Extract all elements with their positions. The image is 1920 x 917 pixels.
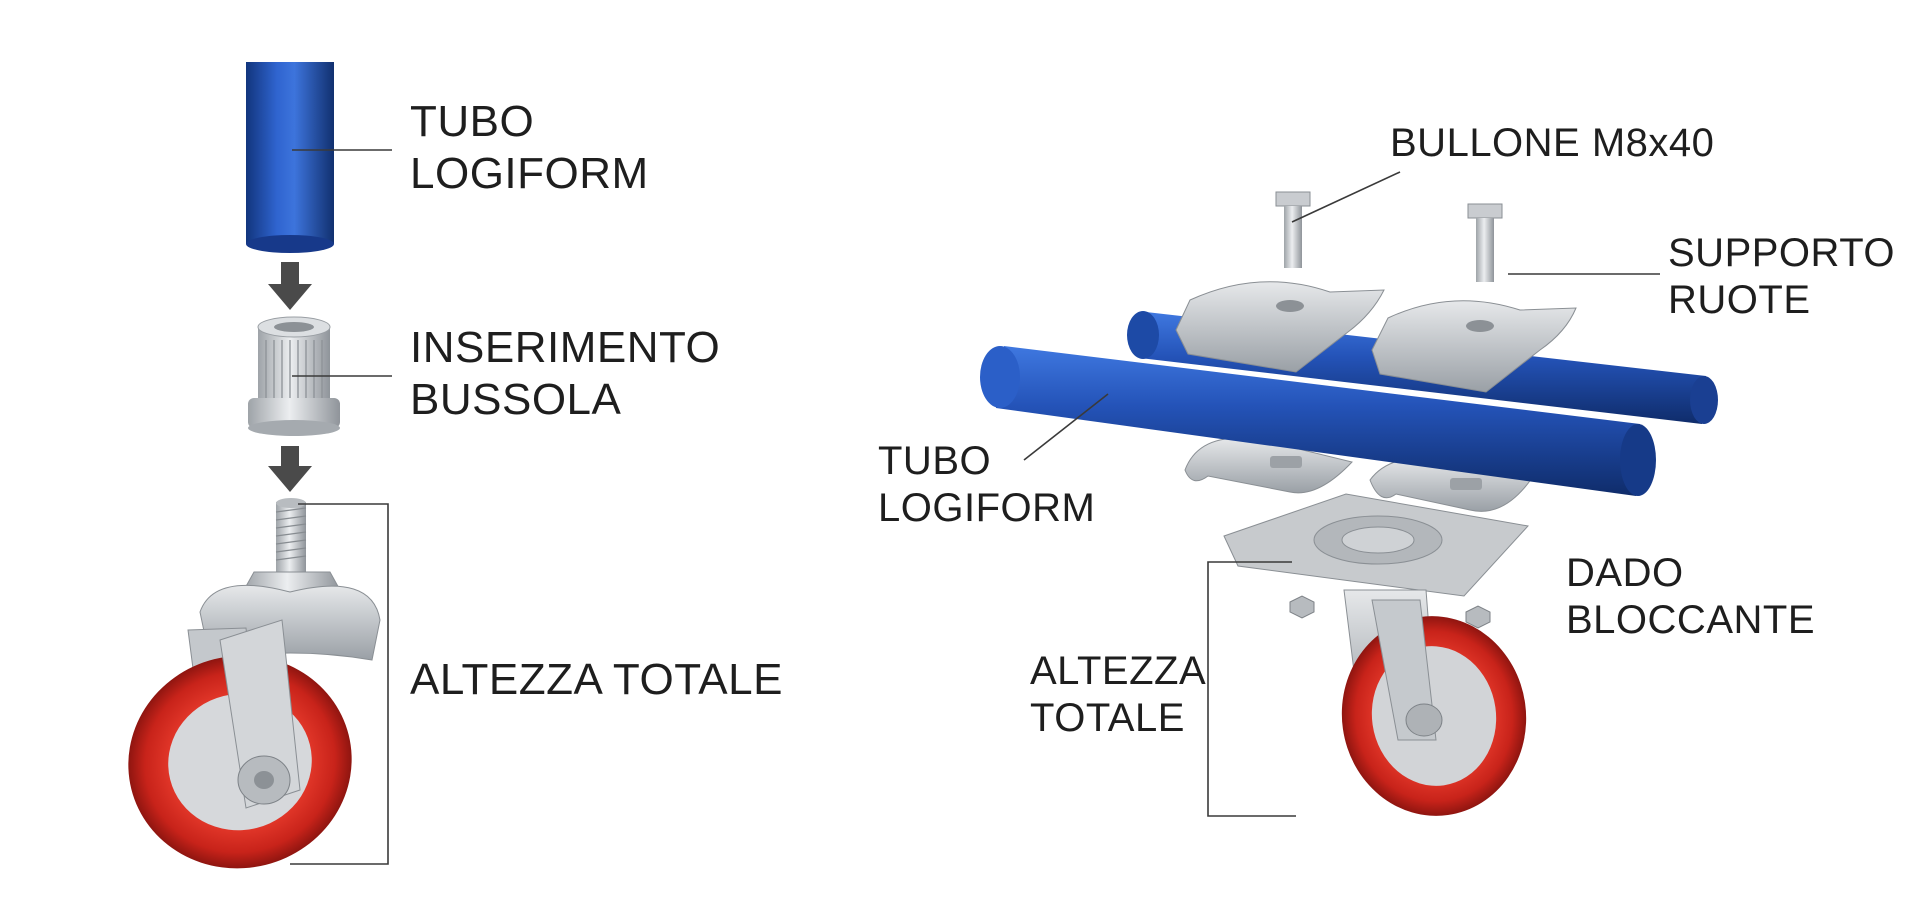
nut-label: DADO BLOCCANTE: [1566, 550, 1815, 644]
label-line: RUOTE: [1668, 278, 1811, 323]
bolt-leader-line: [1291, 171, 1401, 223]
left-caster-illustration: [128, 498, 381, 869]
left-height-label: ALTEZZA TOTALE: [410, 654, 783, 706]
label-line: TUBO: [878, 439, 992, 483]
right-front-tube-illustration: [980, 346, 1656, 496]
bushing-label: INSERIMENTO BUSSOLA: [410, 322, 720, 426]
bolt-label: BULLONE M8x40: [1390, 120, 1714, 167]
upper-clamp-illustration: [1175, 281, 1577, 393]
label-line: SUPPORTO: [1668, 231, 1896, 275]
left-tube-illustration: [246, 62, 334, 253]
down-arrow-icon: [268, 262, 312, 310]
left-tube-label: TUBO LOGIFORM: [410, 96, 649, 200]
label-line: BLOCCANTE: [1566, 598, 1815, 643]
right-height-bracket: [1207, 561, 1296, 817]
label-line: LOGIFORM: [878, 486, 1096, 531]
nut-illustration: [1289, 595, 1491, 629]
right-assembly: [980, 171, 1718, 817]
label-line: INSERIMENTO: [410, 323, 721, 372]
down-arrow-icon: [268, 446, 312, 492]
label-line: ALTEZZA TOTALE: [410, 655, 783, 704]
label-line: LOGIFORM: [410, 148, 649, 198]
left-height-bracket: [290, 503, 389, 865]
right-height-label: ALTEZZA TOTALE: [1030, 648, 1206, 742]
label-line: BULLONE M8x40: [1390, 121, 1715, 165]
bushing-illustration: [248, 316, 340, 436]
label-line: BUSSOLA: [410, 374, 622, 424]
label-line: DADO: [1566, 551, 1684, 595]
support-label: SUPPORTO RUOTE: [1668, 230, 1895, 324]
right-caster-illustration: [1223, 493, 1529, 816]
right-tube-leader-line: [1023, 393, 1109, 461]
bolt-illustration: [1275, 191, 1503, 282]
label-line: TUBO: [410, 97, 535, 146]
right-tube-label: TUBO LOGIFORM: [878, 438, 1095, 532]
left-assembly: [128, 62, 392, 869]
label-line: ALTEZZA: [1030, 649, 1207, 693]
label-line: TOTALE: [1030, 696, 1185, 741]
